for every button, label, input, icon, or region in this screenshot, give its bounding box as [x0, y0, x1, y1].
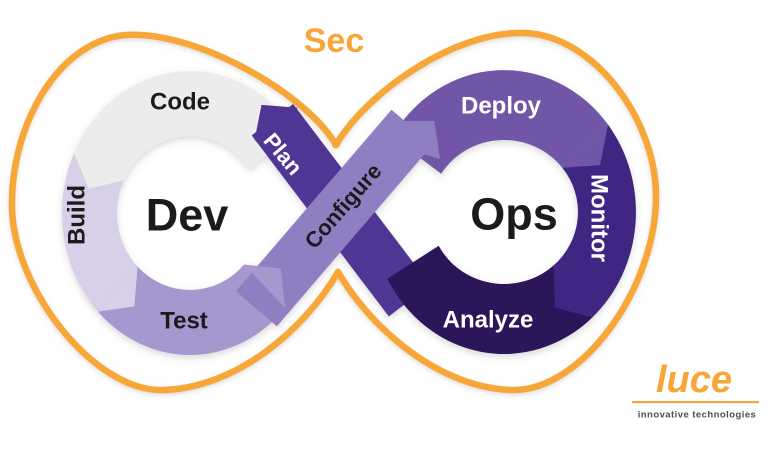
logo-block: luce innovative technologies — [632, 359, 759, 421]
test-label: Test — [160, 308, 208, 335]
segment-deploy — [392, 70, 608, 174]
chevron-monitor-to-analyze-icon — [553, 265, 593, 318]
segment-code — [74, 70, 295, 181]
plan-arrowhead-icon — [254, 104, 298, 141]
dev-label: Dev — [146, 190, 229, 241]
segment-build — [62, 153, 138, 312]
logo-wordmark: luce — [656, 359, 732, 401]
segment-monitor — [553, 124, 636, 318]
sec-label: Sec — [304, 22, 365, 60]
infinity-outline-right-lobe — [332, 29, 660, 394]
logo-tagline: innovative technologies — [638, 410, 757, 421]
chevron-deploy-to-monitor-icon — [562, 124, 608, 168]
build-label: Build — [64, 185, 91, 245]
logo-underline — [632, 401, 759, 404]
infinity-outline — [8, 29, 660, 394]
analyze-label: Analyze — [443, 307, 534, 334]
chevron-test-to-configure-icon — [244, 264, 286, 308]
ops-label: Ops — [470, 189, 558, 240]
segment-test — [97, 264, 286, 355]
chevron-code-to-build-icon — [74, 153, 124, 189]
code-label: Code — [150, 89, 210, 116]
dev-loop-ring — [62, 70, 295, 355]
ops-loop-ring — [387, 70, 636, 355]
chevron-build-to-test-icon — [97, 266, 138, 312]
segment-analyze — [387, 245, 593, 355]
loops — [62, 70, 636, 355]
flow-chevrons — [74, 124, 608, 318]
infinity-outline-left-lobe — [8, 31, 342, 394]
monitor-label: Monitor — [586, 174, 613, 262]
configure-arrowhead-icon — [396, 121, 440, 159]
deploy-label: Deploy — [461, 93, 542, 120]
